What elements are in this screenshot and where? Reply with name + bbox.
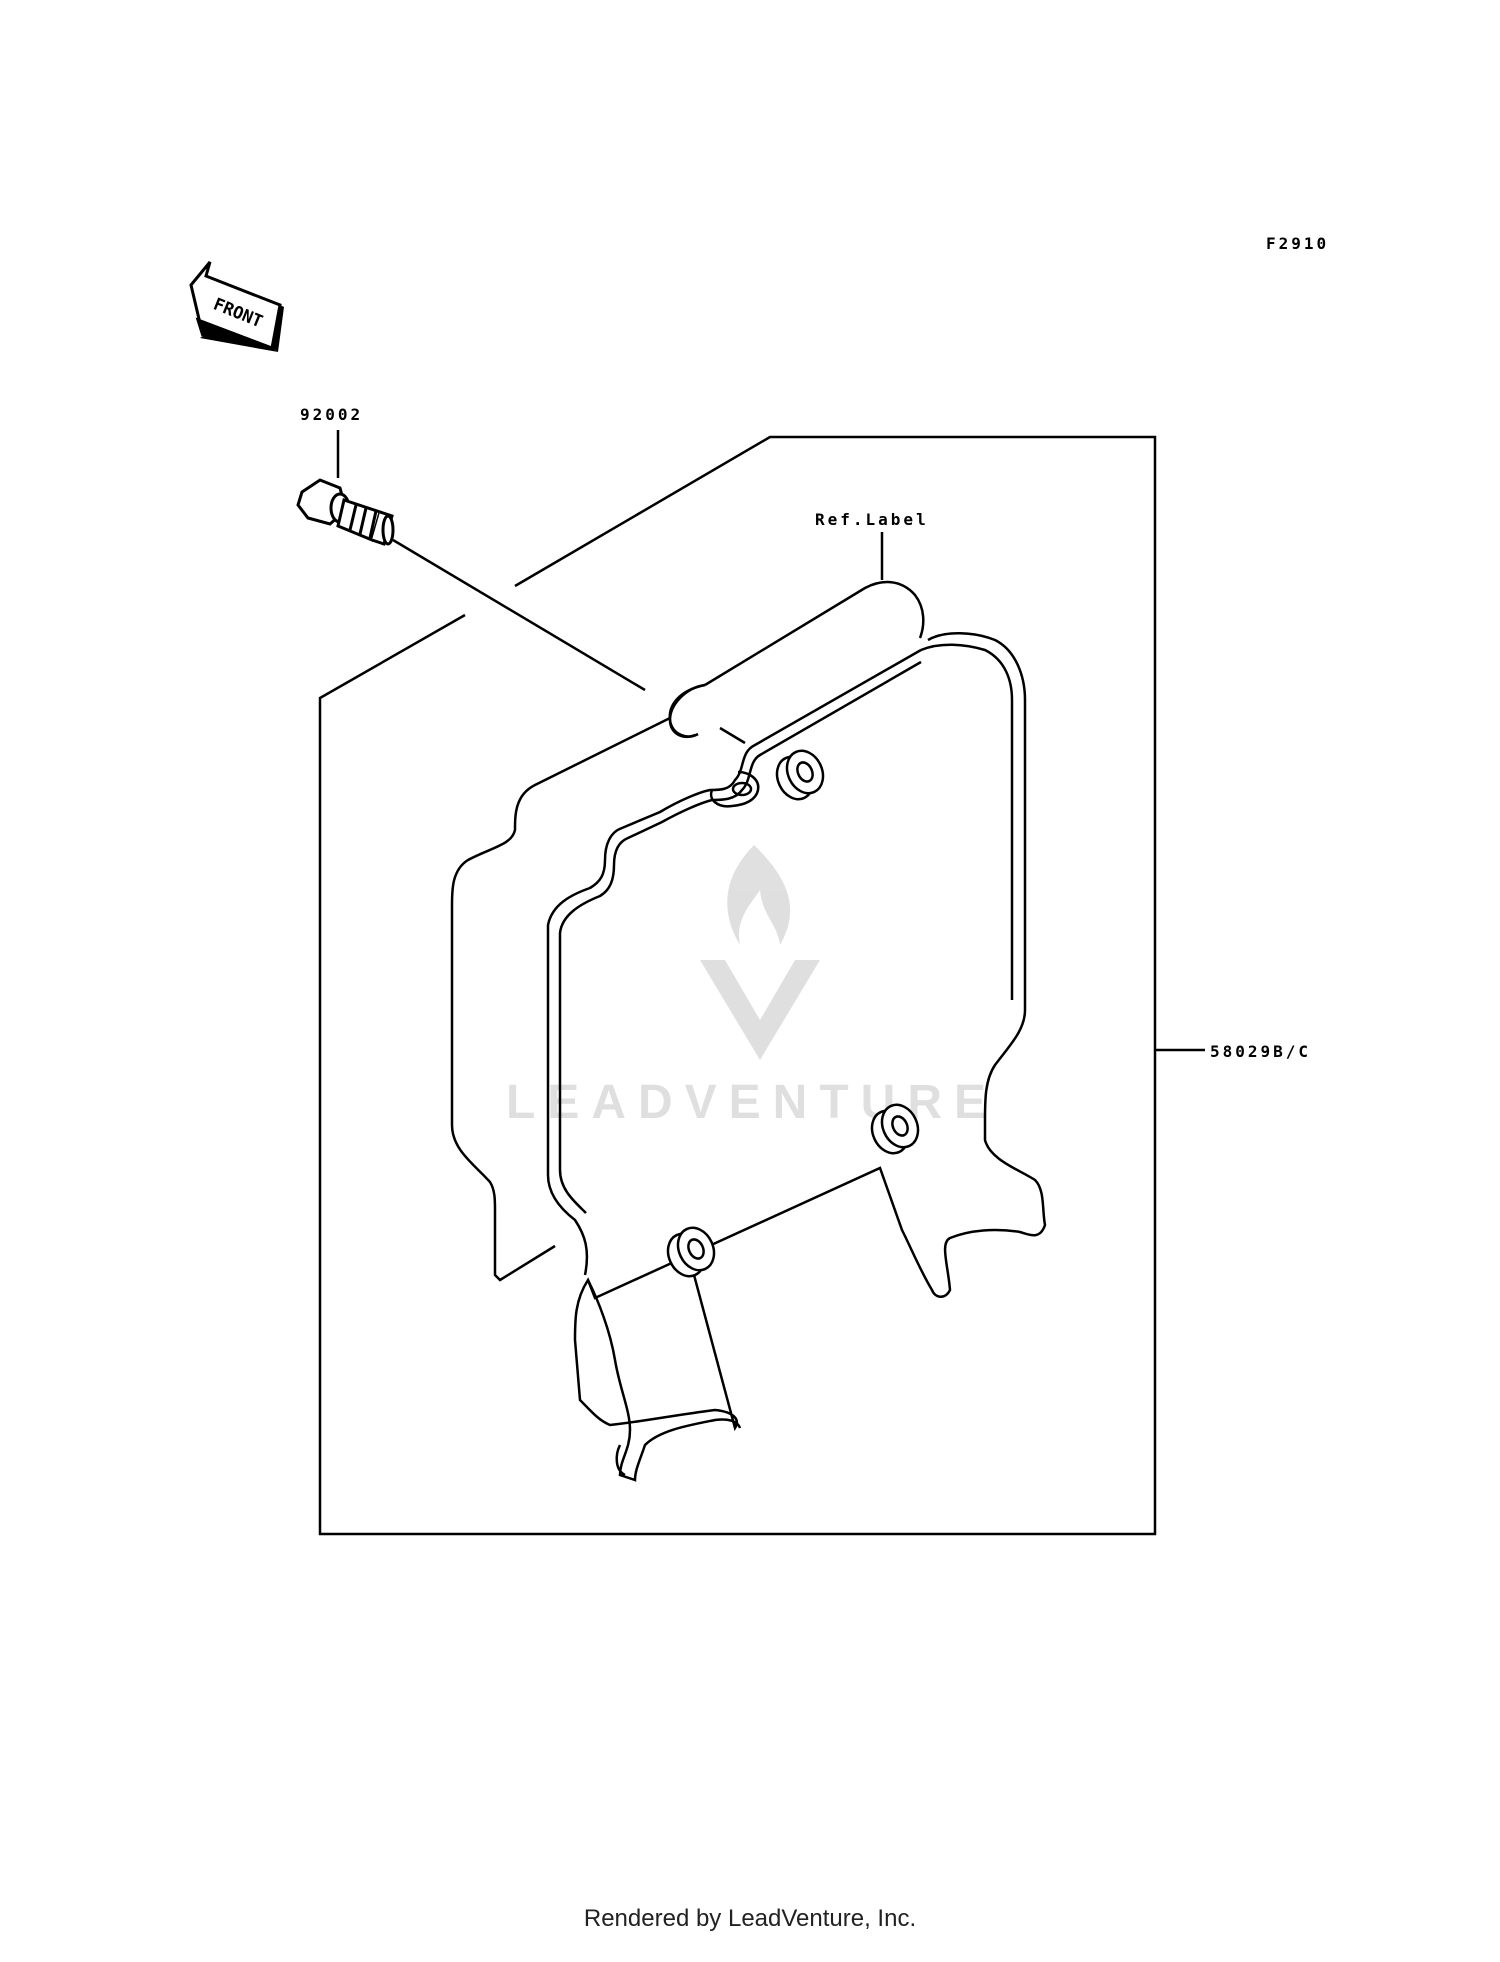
ref-label-text: Ref.Label (815, 510, 929, 529)
valve-cover (546, 632, 1047, 1482)
grommet-top-icon (775, 749, 825, 801)
front-arrow-icon: FRONT (189, 261, 284, 352)
bolt-axis-line (392, 538, 646, 692)
figure-code: F2910 (1266, 234, 1329, 253)
bolt-icon (296, 478, 395, 546)
footer-credit: Rendered by LeadVenture, Inc. (583, 1905, 917, 1932)
grommet-left-icon (666, 1226, 716, 1278)
cover-part-number: 58029B/C (1210, 1042, 1311, 1061)
leadventure-watermark: LEADVENTURE (506, 845, 998, 1129)
grommet-right-icon (870, 1103, 920, 1155)
watermark-text: LEADVENTURE (506, 1076, 998, 1129)
kit-outline (318, 435, 1157, 1536)
ref-label-sticker (668, 580, 925, 739)
bolt-part-number: 92002 (300, 405, 363, 424)
cover-gasket (450, 716, 671, 1282)
bolt-hole (668, 683, 706, 738)
